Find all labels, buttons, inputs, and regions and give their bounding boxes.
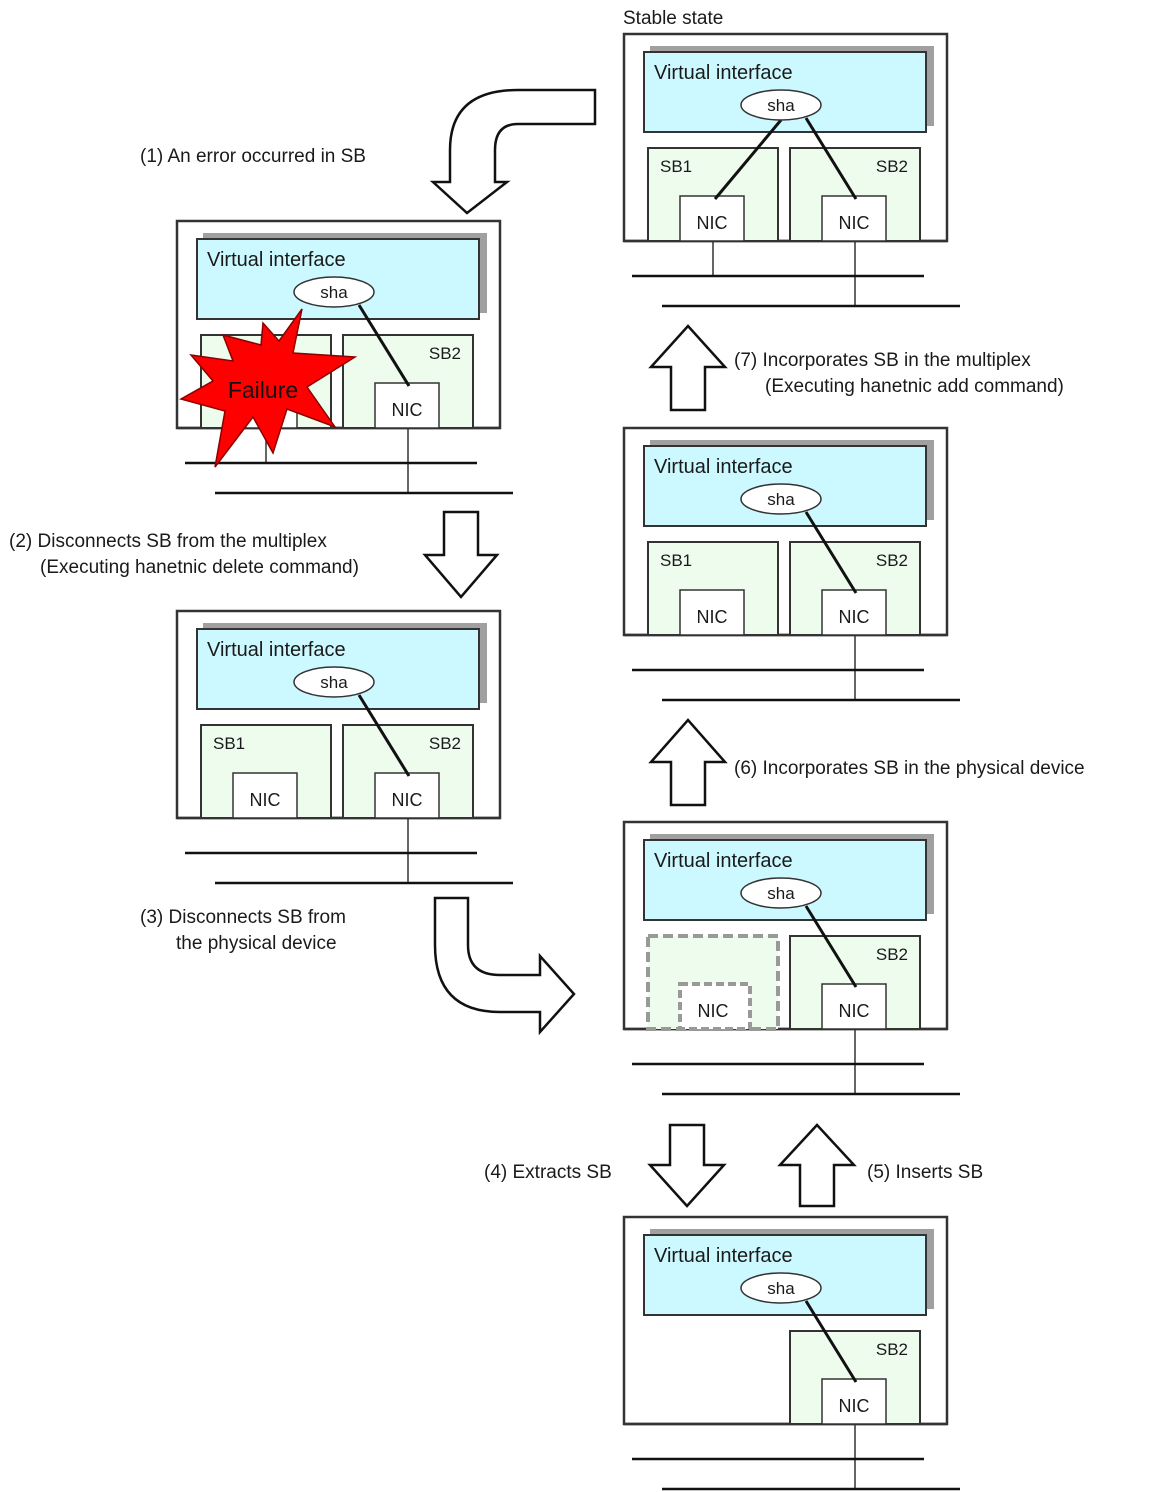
vif-label: Virtual interface (654, 1245, 793, 1267)
sb2-label: SB2 (429, 734, 461, 753)
sb1-label: SB1 (660, 157, 692, 176)
sha-label: sha (767, 1279, 795, 1298)
panel-incorporated-physical: Virtual interface sha SB1 SB2 NIC NIC (622, 426, 960, 702)
vif-label: Virtual interface (207, 639, 346, 661)
step3-curved-arrow-icon (433, 896, 576, 1036)
step6-label: (6) Incorporates SB in the physical devi… (734, 758, 1085, 779)
step5-label: (5) Inserts SB (867, 1162, 983, 1183)
nic-label: NIC (839, 213, 870, 233)
step3-label-line2: the physical device (176, 933, 337, 954)
step2-label-line1: (2) Disconnects SB from the multiplex (9, 531, 327, 552)
sha-label: sha (320, 673, 348, 692)
nic-label: NIC (697, 607, 728, 627)
step7-label-line1: (7) Incorporates SB in the multiplex (734, 350, 1031, 371)
panel-disconnected-multiplex: Virtual interface sha SB1 SB2 NIC NIC (175, 609, 513, 885)
sb2-label: SB2 (876, 945, 908, 964)
failure-burst-icon (179, 308, 358, 468)
sb2-label: SB2 (876, 157, 908, 176)
stable-state-title: Stable state (623, 8, 723, 29)
vif-label: Virtual interface (654, 850, 793, 872)
step4-down-arrow-icon (647, 1123, 727, 1208)
panel-extracted: Virtual interface sha SB2 NIC (622, 1215, 960, 1491)
step2-label-line2: (Executing hanetnic delete command) (40, 557, 359, 578)
step1-curved-arrow-icon (429, 88, 597, 215)
nic-label: NIC (392, 790, 423, 810)
nic-label: NIC (250, 790, 281, 810)
step1-label: (1) An error occurred in SB (140, 146, 366, 167)
step3-label-line1: (3) Disconnects SB from (140, 907, 346, 928)
step5-up-arrow-icon (777, 1123, 857, 1208)
removed-nic-outline (678, 982, 752, 1031)
sb2-label: SB2 (876, 1340, 908, 1359)
panel-disconnected-physical: Virtual interface sha SB2 NIC NIC (622, 820, 960, 1096)
sha-label: sha (767, 96, 795, 115)
vif-label: Virtual interface (207, 249, 346, 271)
sha-label: sha (767, 884, 795, 903)
sb1-label: SB1 (660, 551, 692, 570)
panel-stable: Virtual interface sha SB1 SB2 NIC NIC (622, 32, 960, 308)
nic-label: NIC (839, 1001, 870, 1021)
sb1-label: SB1 (213, 734, 245, 753)
panel-failure: Virtual interface sha SB2 NIC Failure (175, 219, 513, 495)
nic-label: NIC (839, 607, 870, 627)
step7-label-line2: (Executing hanetnic add command) (765, 376, 1064, 397)
sha-label: sha (767, 490, 795, 509)
sb2-label: SB2 (429, 344, 461, 363)
vif-label: Virtual interface (654, 62, 793, 84)
nic-label: NIC (392, 400, 423, 420)
nic-label: NIC (698, 1001, 729, 1021)
nic-label: NIC (697, 213, 728, 233)
step6-up-arrow-icon (648, 718, 728, 807)
nic-label: NIC (839, 1396, 870, 1416)
failure-label: Failure (228, 377, 298, 403)
step4-label: (4) Extracts SB (484, 1162, 612, 1183)
step7-up-arrow-icon (648, 324, 728, 412)
sha-label: sha (320, 283, 348, 302)
sb2-label: SB2 (876, 551, 908, 570)
step2-down-arrow-icon (422, 510, 500, 599)
vif-label: Virtual interface (654, 456, 793, 478)
